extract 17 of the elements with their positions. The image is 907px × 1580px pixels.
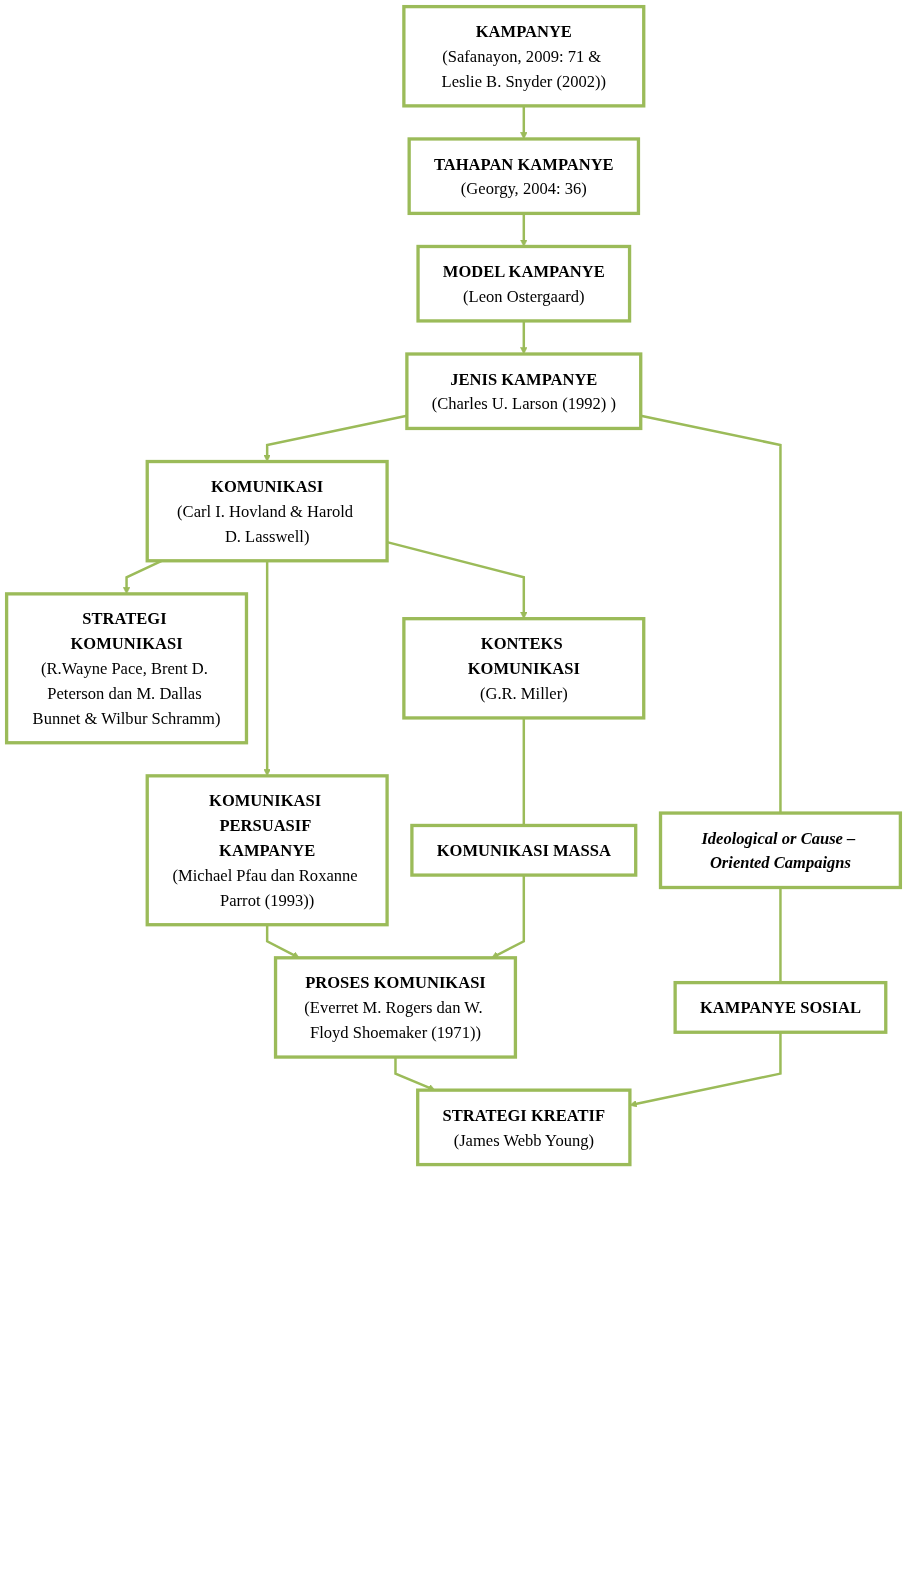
- node-box: KONTEKS KOMUNIKASI (G.R. Miller): [402, 617, 646, 720]
- node-box: PROSES KOMUNIKASI (Everret M. Rogers dan W. Floyd Shoemaker (1971)): [273, 956, 518, 1059]
- node-box: STRATEGI KREATIF (James Webb Young): [416, 1088, 632, 1167]
- arrow: [520, 213, 528, 247]
- node-box: KOMUNIKASI PERSUASIF KAMPANYE (Michael Pfau dan Roxanne Parrot (1993)): [145, 774, 389, 927]
- node-box: TAHAPAN KAMPANYE (Georgy, 2004: 36): [407, 137, 641, 216]
- node-box: JENIS KAMPANYE (Charles U. Larson (1992) ): [405, 352, 643, 431]
- arrow: [520, 320, 528, 355]
- node-box: STRATEGI KOMUNIKASI (R.Wayne Pace, Brent D. Peterson dan M. Dallas Bunnet & Wilbur Schramm): [4, 592, 249, 745]
- connector: [779, 887, 782, 983]
- node-box: KAMPANYE SOSIAL: [673, 980, 888, 1034]
- node-box: KAMPANYE (Safanayon, 2009: 71 & Leslie B. Snyder (2002)): [402, 4, 646, 108]
- node-box: MODEL KAMPANYE (Leon Ostergaard): [416, 244, 632, 323]
- node-box: Ideological or Cause – Oriented Campaigns: [658, 811, 903, 890]
- connector: [522, 717, 526, 826]
- node-box: KOMUNIKASI MASSA: [410, 823, 638, 877]
- node-box: KOMUNIKASI (Carl I. Hovland & Harold D. Lasswell): [145, 459, 389, 563]
